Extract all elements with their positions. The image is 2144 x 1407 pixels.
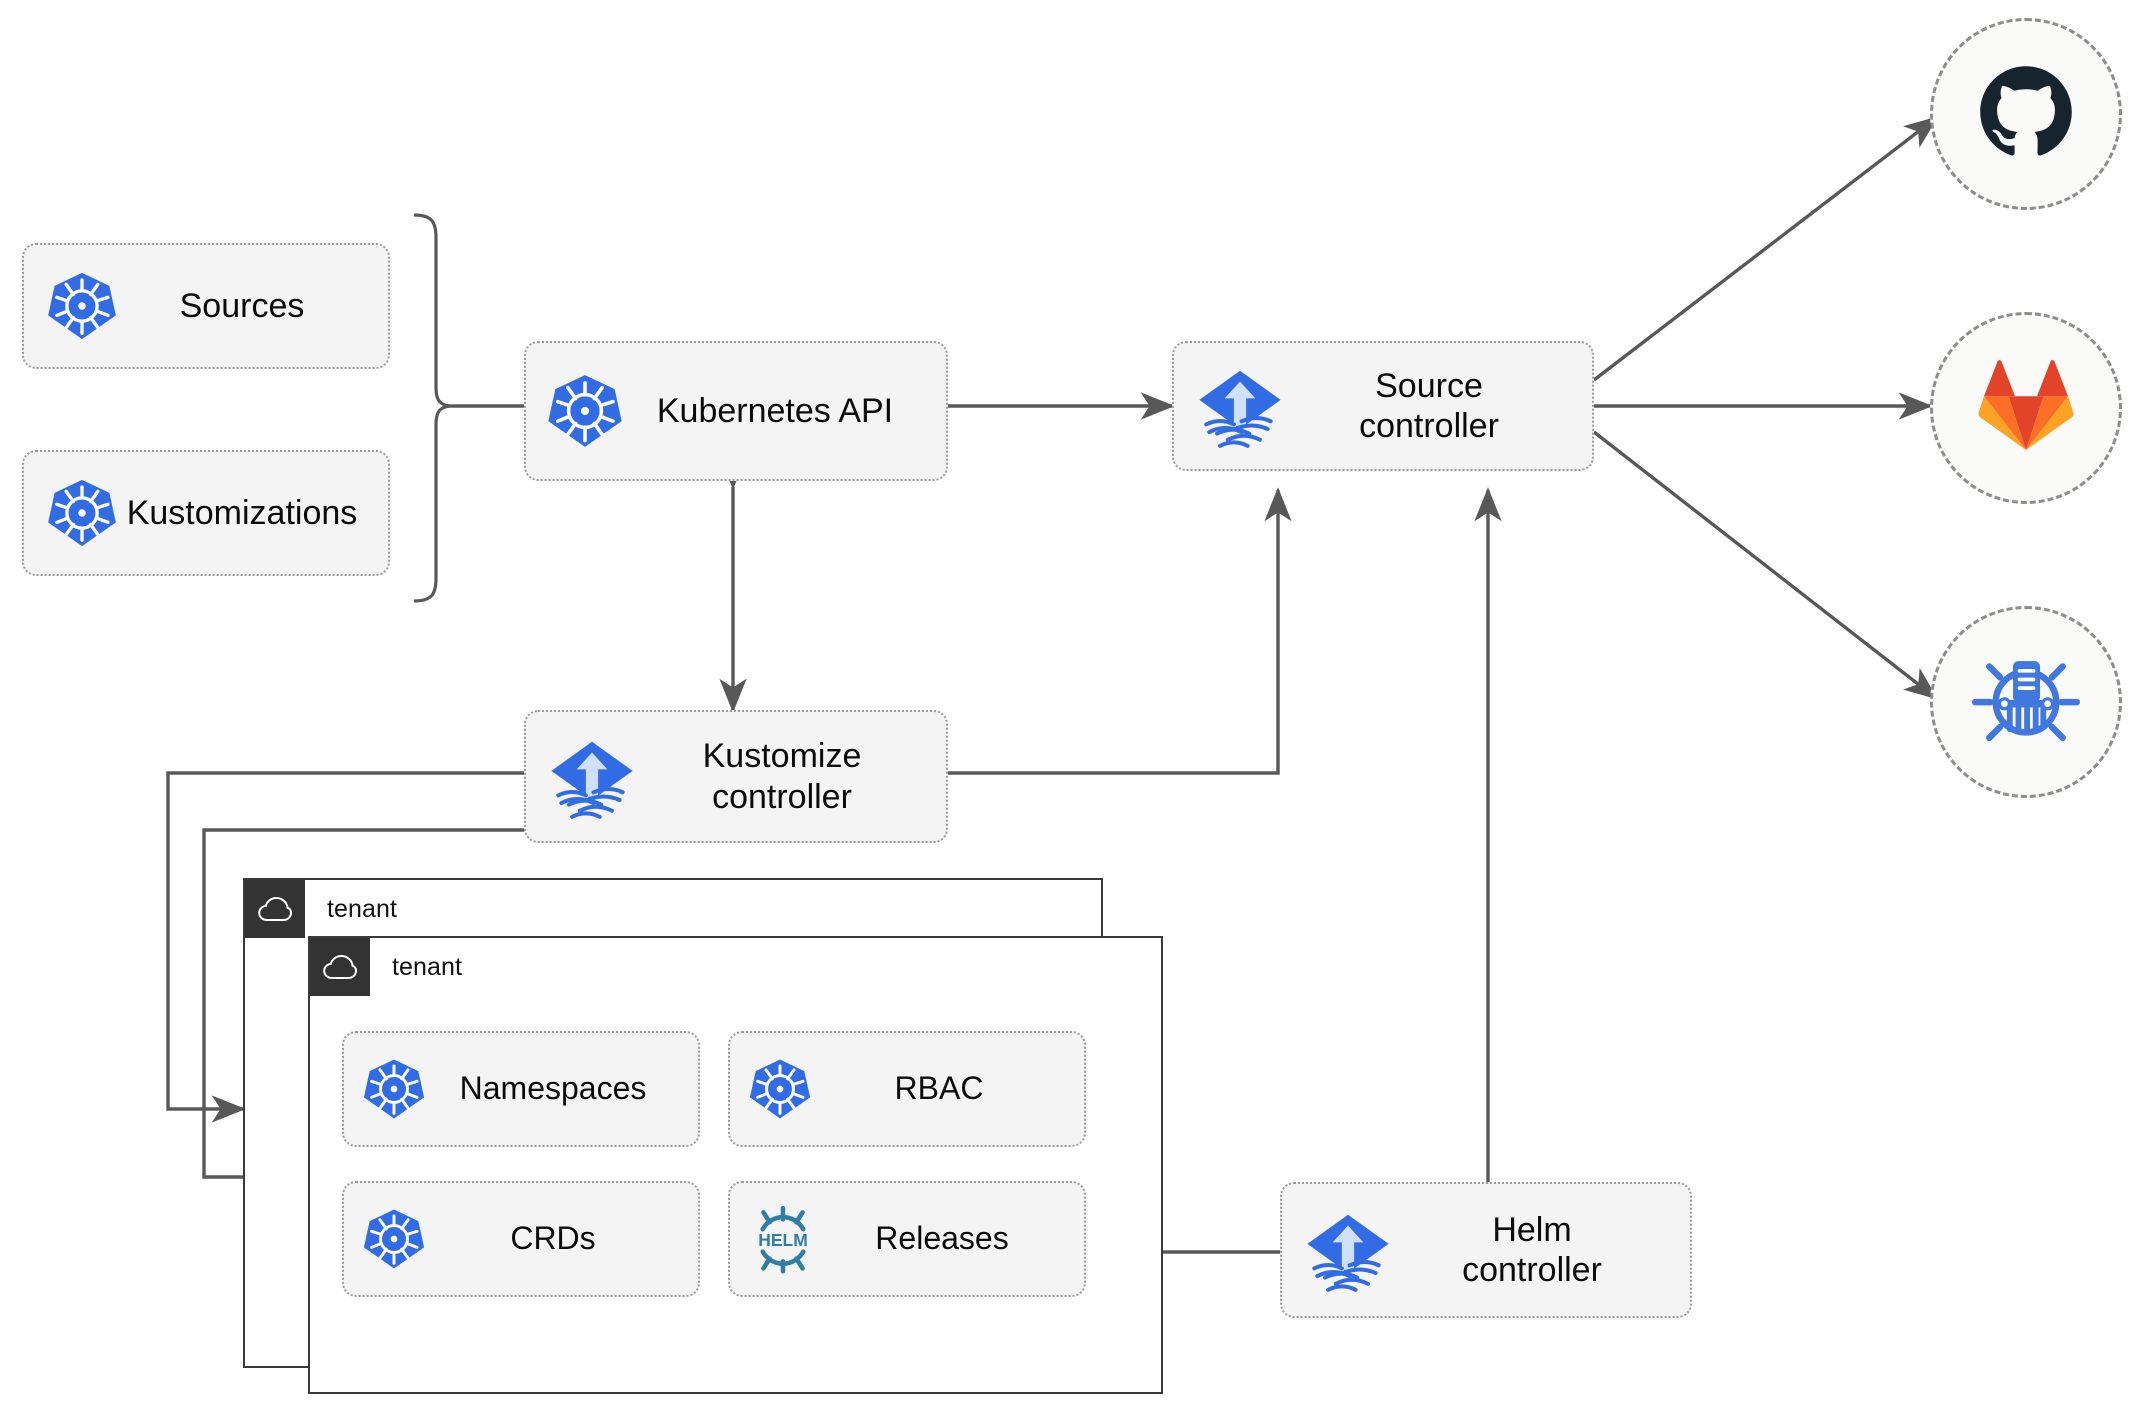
node-label: CRDs — [510, 1220, 596, 1257]
cloud-icon — [245, 880, 305, 938]
gitlab-icon — [1976, 358, 2076, 459]
node-label: Releases — [875, 1220, 1009, 1257]
cloud-icon — [310, 938, 370, 996]
node-label: Kustomizations — [126, 493, 358, 532]
edge-source-to-github — [1592, 116, 1939, 382]
tenant-window-inner[interactable]: tenant — [308, 936, 1163, 1394]
svg-text:HELM: HELM — [758, 1230, 808, 1250]
github-icon — [1974, 60, 2078, 169]
tenant-titlebar: tenant — [310, 938, 462, 996]
kubernetes-icon — [546, 372, 624, 450]
kubernetes-icon — [362, 1057, 426, 1121]
node-releases[interactable]: HELM Releases — [728, 1181, 1086, 1297]
tenant-title: tenant — [392, 952, 463, 981]
helm-icon: HELM — [748, 1204, 818, 1274]
node-label: Kubernetes API — [656, 391, 894, 430]
node-rbac[interactable]: RBAC — [728, 1031, 1086, 1147]
provider-helm-repo[interactable] — [1930, 606, 2122, 798]
node-label: Sources — [179, 286, 305, 325]
helm-repo-icon — [1972, 646, 2080, 759]
node-namespaces[interactable]: Namespaces — [342, 1031, 700, 1147]
provider-gitlab[interactable] — [1930, 312, 2122, 504]
node-helm-controller[interactable]: Helm controller — [1280, 1182, 1692, 1318]
node-label: Source controller — [1359, 366, 1499, 445]
node-kustomize-controller[interactable]: Kustomize controller — [524, 710, 948, 843]
provider-github[interactable] — [1930, 18, 2122, 210]
node-label: Namespaces — [459, 1070, 647, 1107]
kubernetes-icon — [362, 1207, 426, 1271]
kubernetes-icon — [46, 270, 118, 342]
tenant-titlebar: tenant — [245, 880, 397, 938]
node-crds[interactable]: CRDs — [342, 1181, 700, 1297]
tenant-title: tenant — [327, 894, 398, 923]
flux-icon — [546, 731, 638, 823]
group-bracket — [413, 213, 453, 603]
node-kubernetes-api[interactable]: Kubernetes API — [524, 341, 948, 481]
node-label: Kustomize controller — [702, 737, 862, 816]
kubernetes-icon — [46, 477, 118, 549]
kubernetes-icon — [748, 1057, 812, 1121]
flux-icon — [1194, 360, 1286, 452]
node-label: RBAC — [894, 1070, 984, 1107]
edge-kustomize-to-source — [948, 487, 1292, 775]
node-source-controller[interactable]: Source controller — [1172, 341, 1594, 471]
edge-source-to-helm-repo — [1592, 430, 1939, 700]
flux-icon — [1302, 1204, 1394, 1296]
node-sources[interactable]: Sources — [22, 243, 390, 369]
node-label: Helm controller — [1462, 1210, 1602, 1289]
node-kustomizations[interactable]: Kustomizations — [22, 450, 390, 576]
